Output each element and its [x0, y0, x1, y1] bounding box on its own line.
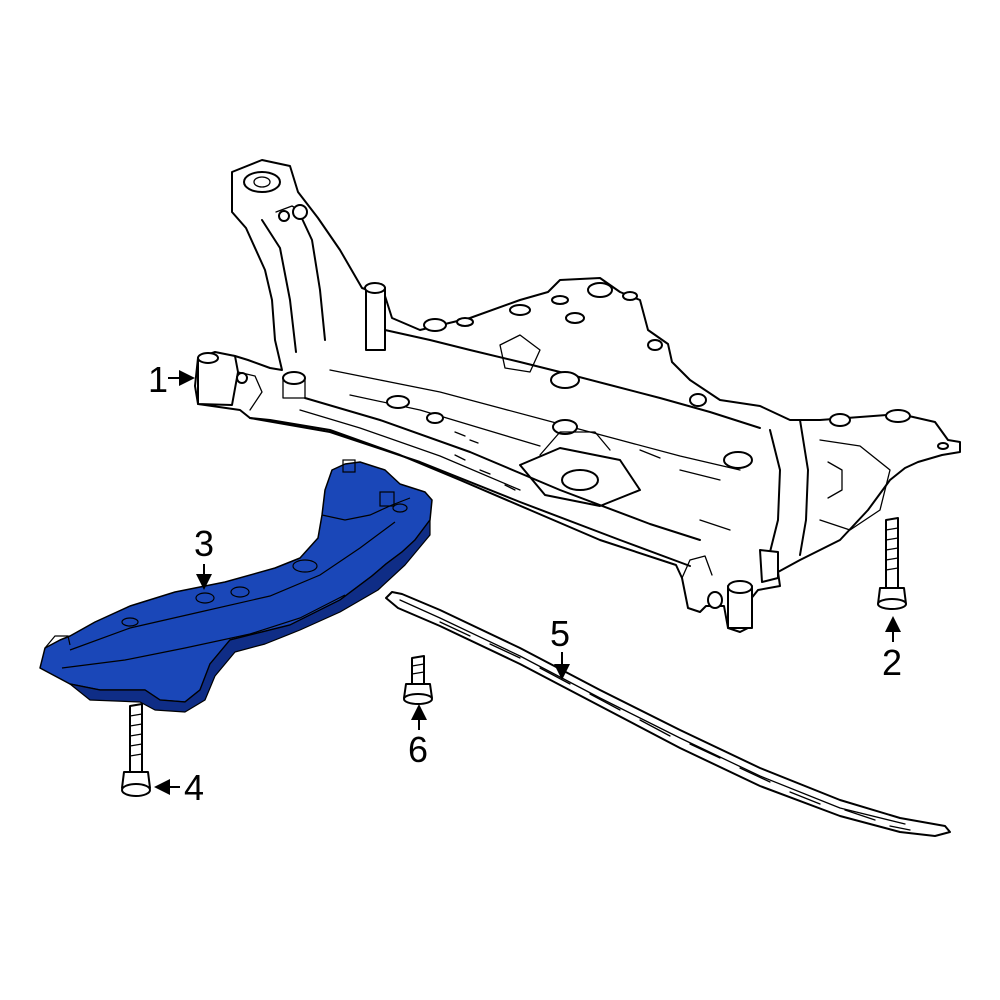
shield-tab — [44, 635, 71, 649]
callout-3: 3 — [194, 523, 214, 590]
shield-stud — [379, 491, 395, 507]
shield-hole — [392, 503, 408, 513]
callout-1: 1 — [148, 359, 195, 400]
callout-1-number: 1 — [148, 359, 168, 400]
reinforcement-bar[interactable] — [385, 591, 951, 837]
callout-5: 5 — [550, 613, 570, 680]
callout-2: 2 — [882, 616, 902, 683]
callout-4-number: 4 — [184, 767, 204, 808]
callout-4: 4 — [154, 767, 204, 808]
callout-2-number: 2 — [882, 642, 902, 683]
splash-shield-underside — [69, 519, 431, 713]
shield-hole — [195, 592, 215, 604]
shield-hole — [121, 617, 139, 627]
callout-6: 6 — [408, 704, 428, 770]
bolt-4[interactable] — [121, 703, 151, 797]
shield-stud — [342, 459, 356, 473]
callout-3-number: 3 — [194, 523, 214, 564]
splash-shield[interactable] — [39, 459, 433, 713]
bolt-2[interactable] — [877, 517, 907, 610]
subframe-crossmember[interactable] — [194, 159, 961, 633]
callout-5-number: 5 — [550, 613, 570, 654]
callout-6-number: 6 — [408, 729, 428, 770]
shield-hole — [230, 586, 250, 598]
bolt-6[interactable] — [403, 655, 433, 705]
shield-hole — [292, 559, 318, 573]
